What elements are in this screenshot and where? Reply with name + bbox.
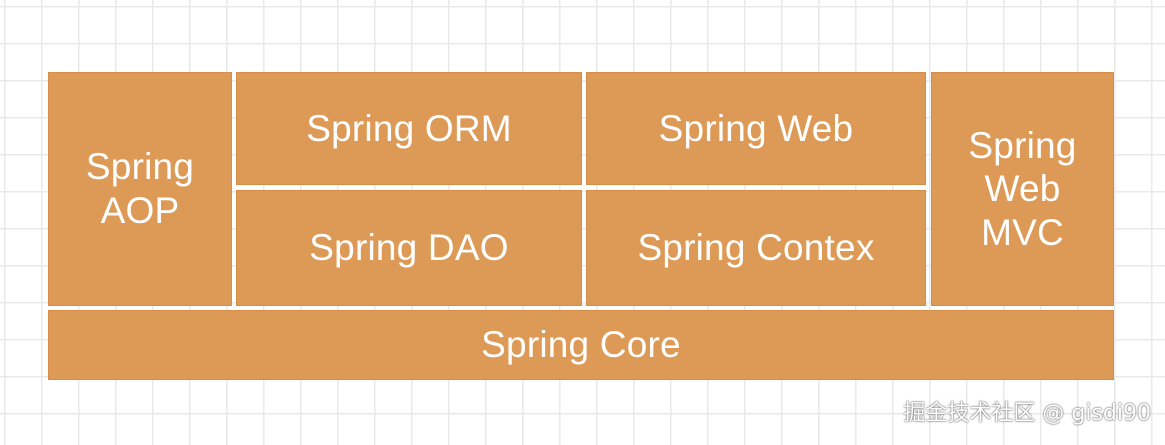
module-label: Spring Web MVC — [968, 124, 1077, 253]
module-spring-web: Spring Web — [586, 72, 926, 185]
module-spring-web-mvc: Spring Web MVC — [931, 72, 1114, 306]
module-label: Spring DAO — [309, 227, 509, 269]
module-label: Spring ORM — [306, 107, 512, 149]
module-spring-context: Spring Contex — [586, 190, 926, 306]
module-spring-orm: Spring ORM — [236, 72, 582, 185]
module-spring-dao: Spring DAO — [236, 190, 582, 306]
module-spring-core: Spring Core — [48, 310, 1114, 380]
module-label: Spring AOP — [85, 146, 195, 231]
module-label: Spring Contex — [637, 227, 875, 269]
module-label: Spring Web — [658, 107, 854, 149]
watermark: 掘金技术社区 @ gisdi90 — [903, 401, 1151, 426]
module-spring-aop: Spring AOP — [48, 72, 232, 306]
module-label: Spring Core — [481, 324, 681, 366]
